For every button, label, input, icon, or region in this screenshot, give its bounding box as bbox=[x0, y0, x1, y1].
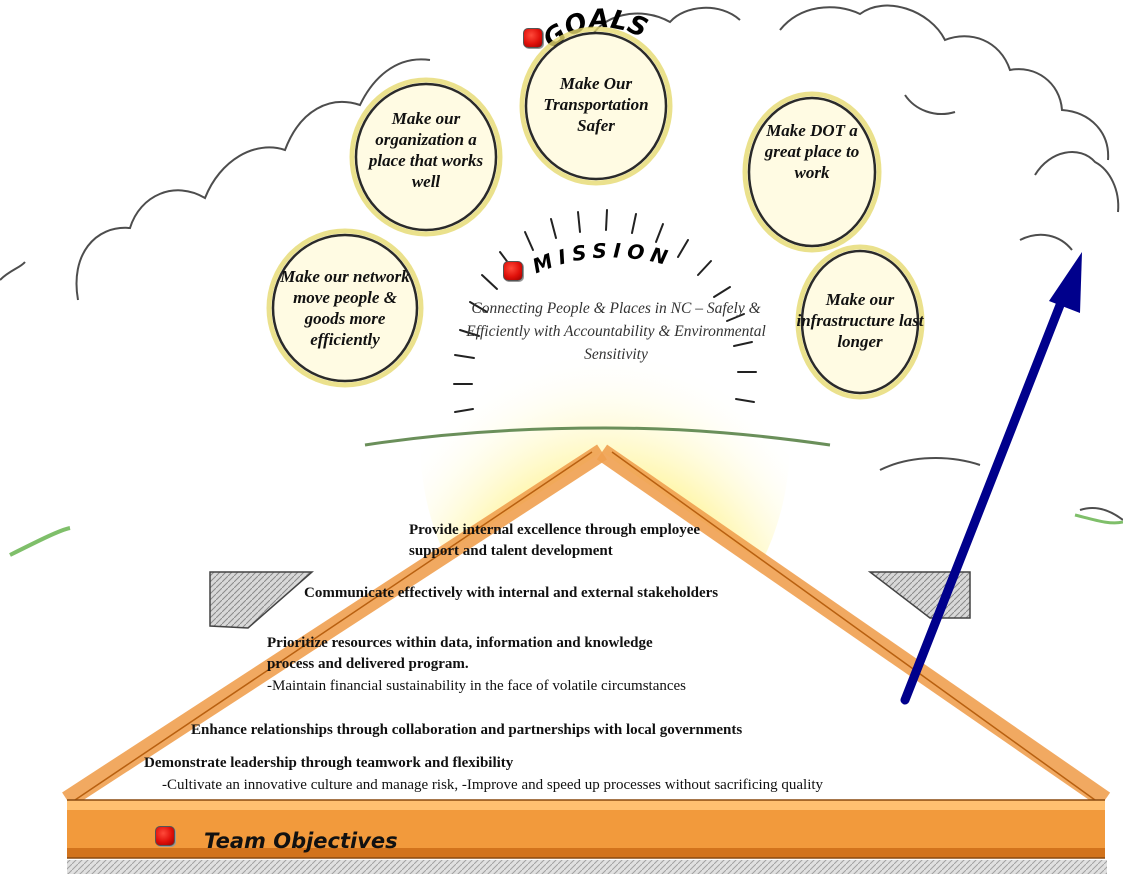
team-objectives-bullet-icon bbox=[155, 826, 175, 846]
progress-arrow bbox=[900, 252, 1082, 705]
goal-network: Make our network move people & goods mor… bbox=[280, 267, 410, 349]
goals-bullet-icon bbox=[523, 28, 543, 48]
goal-organization: Make our organization a place that works… bbox=[368, 109, 484, 191]
objectives-pyramid bbox=[62, 444, 1111, 874]
objective-5-sub: -Cultivate an innovative culture and man… bbox=[162, 777, 824, 793]
objective-3-line-1: Prioritize resources within data, inform… bbox=[267, 635, 653, 651]
objective-1-line-1: Provide internal excellence through empl… bbox=[409, 522, 701, 538]
objective-3-sub: -Maintain financial sustainability in th… bbox=[267, 678, 687, 694]
goal-dot: Make DOT a great place to work bbox=[764, 121, 860, 182]
objective-5: Demonstrate leadership through teamwork … bbox=[144, 755, 514, 771]
objective-4: Enhance relationships through collaborat… bbox=[191, 722, 743, 738]
svg-text:MISSION: MISSION bbox=[529, 238, 676, 278]
objective-2: Communicate effectively with internal an… bbox=[304, 585, 719, 601]
mission-bullet-icon bbox=[503, 261, 523, 281]
objective-1-line-2: support and talent development bbox=[409, 543, 613, 559]
goal-infrastructure: Make our infrastructure last longer bbox=[796, 290, 924, 351]
goal-safer: Make Our Transportation Safer bbox=[543, 74, 649, 135]
objective-3-line-2: process and delivered program. bbox=[267, 656, 469, 672]
mission-title: MISSION bbox=[529, 238, 676, 278]
cloud-background bbox=[0, 4, 1123, 521]
team-objectives-title: Team Objectives bbox=[204, 829, 398, 853]
mission-statement: Connecting People & Places in NC – Safel… bbox=[466, 300, 766, 363]
goal-circles bbox=[266, 26, 925, 400]
